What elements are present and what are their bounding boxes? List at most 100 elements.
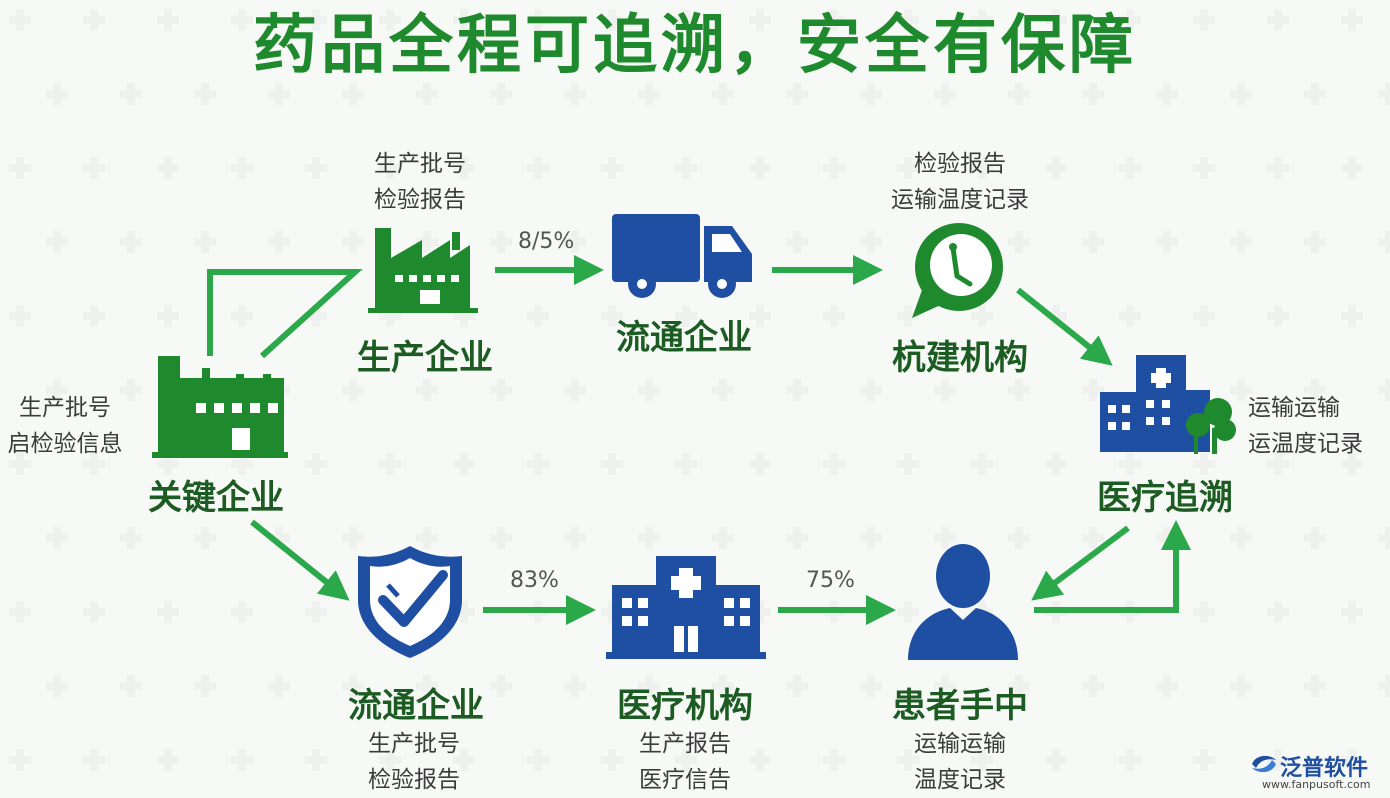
background-plus-mark [1156, 83, 1178, 105]
background-plus-mark [1230, 379, 1252, 401]
note-line: 运输温度记录 [891, 187, 1029, 213]
background-plus-mark [897, 453, 919, 475]
background-plus-mark [823, 305, 845, 327]
background-plus-mark [1341, 9, 1363, 31]
background-plus-mark [638, 379, 660, 401]
node-label-medical-trace: 医疗追溯 [1097, 478, 1233, 518]
note-line: 运输运输 [914, 731, 1006, 757]
background-plus-mark [268, 83, 290, 105]
background-plus-mark [934, 379, 956, 401]
background-plus-mark [268, 675, 290, 697]
background-plus-mark [342, 83, 364, 105]
background-plus-mark [1193, 749, 1215, 771]
arrow-medical-trace-to-patient [1031, 525, 1130, 601]
background-plus-mark [1082, 231, 1104, 253]
background-plus-mark [194, 231, 216, 253]
arrow-patient-to-medical-trace [1034, 520, 1191, 613]
background-plus-mark [231, 305, 253, 327]
background-plus-mark [490, 83, 512, 105]
background-plus-mark [675, 749, 697, 771]
background-plus-mark [305, 9, 327, 31]
background-plus-mark [971, 9, 993, 31]
background-plus-mark [83, 305, 105, 327]
background-plus-mark [897, 749, 919, 771]
background-plus-mark [379, 157, 401, 179]
background-plus-mark [120, 379, 142, 401]
background-plus-mark [1304, 231, 1326, 253]
node-label-medical-org: 医疗机构 [617, 686, 753, 726]
background-plus-mark [379, 749, 401, 771]
background-plus-mark [971, 157, 993, 179]
background-plus-mark [416, 231, 438, 253]
background-plus-mark [9, 157, 31, 179]
background-plus-mark [1008, 231, 1030, 253]
shield-check-icon [358, 546, 462, 658]
background-plus-mark [1304, 675, 1326, 697]
background-plus-mark [157, 749, 179, 771]
brand-watermark: 泛普软件 www.fanpusoft.com [1250, 750, 1380, 794]
background-plus-mark [1378, 231, 1390, 253]
background-plus-mark [1045, 749, 1067, 771]
background-plus-mark [1378, 83, 1390, 105]
background-plus-mark [305, 749, 327, 771]
background-plus-mark [83, 157, 105, 179]
background-plus-mark [860, 675, 882, 697]
background-plus-mark [83, 601, 105, 623]
background-plus-mark [1156, 231, 1178, 253]
person-icon [908, 544, 1018, 660]
background-plus-mark [749, 453, 771, 475]
node-label-producer: 生产企业 [357, 338, 493, 378]
note-line: 医疗信告 [639, 767, 731, 793]
background-plus-mark [638, 527, 660, 549]
node-label-distributor-top: 流通企业 [616, 318, 752, 358]
note-line: 生产批号 [19, 395, 111, 421]
background-plus-mark [1045, 305, 1067, 327]
background-plus-mark [1193, 305, 1215, 327]
factory-icon [368, 228, 478, 313]
background-plus-mark [897, 601, 919, 623]
note-inspection: 检验报告 运输温度记录 [870, 146, 1050, 218]
background-plus-mark [860, 527, 882, 549]
background-plus-mark [564, 379, 586, 401]
background-plus-mark [1230, 527, 1252, 549]
background-plus-mark [83, 9, 105, 31]
background-plus-mark [527, 453, 549, 475]
note-line: 生产批号 [374, 151, 466, 177]
background-plus-mark [1267, 749, 1289, 771]
background-plus-mark [601, 453, 623, 475]
note-medical-org: 生产报告 医疗信告 [615, 726, 755, 798]
note-line: 运输运输 [1248, 395, 1340, 421]
background-plus-mark [1119, 453, 1141, 475]
background-plus-mark [1341, 601, 1363, 623]
background-plus-mark [934, 527, 956, 549]
brand-url: www.fanpusoft.com [1262, 778, 1371, 791]
clock-chat-icon [912, 223, 1003, 318]
background-plus-mark [823, 9, 845, 31]
background-plus-mark [971, 453, 993, 475]
background-plus-mark [1378, 527, 1390, 549]
background-plus-mark [157, 453, 179, 475]
background-plus-mark [46, 527, 68, 549]
background-plus-mark [675, 9, 697, 31]
background-plus-mark [934, 83, 956, 105]
background-plus-mark [342, 527, 364, 549]
note-line: 检验报告 [374, 187, 466, 213]
background-plus-mark [453, 453, 475, 475]
background-plus-mark [1267, 601, 1289, 623]
background-plus-mark [1230, 83, 1252, 105]
background-plus-mark [786, 231, 808, 253]
note-line: 生产报告 [639, 731, 731, 757]
background-plus-mark [1008, 379, 1030, 401]
background-plus-mark [1193, 157, 1215, 179]
background-plus-mark [1082, 675, 1104, 697]
background-plus-mark [1267, 9, 1289, 31]
percentage-producer-to-distributor: 8/5% [518, 229, 575, 254]
background-plus-mark [1341, 749, 1363, 771]
background-plus-mark [897, 157, 919, 179]
background-plus-mark [120, 527, 142, 549]
background-plus-mark [453, 305, 475, 327]
background-plus-mark [564, 231, 586, 253]
background-plus-mark [786, 675, 808, 697]
background-plus-mark [194, 83, 216, 105]
